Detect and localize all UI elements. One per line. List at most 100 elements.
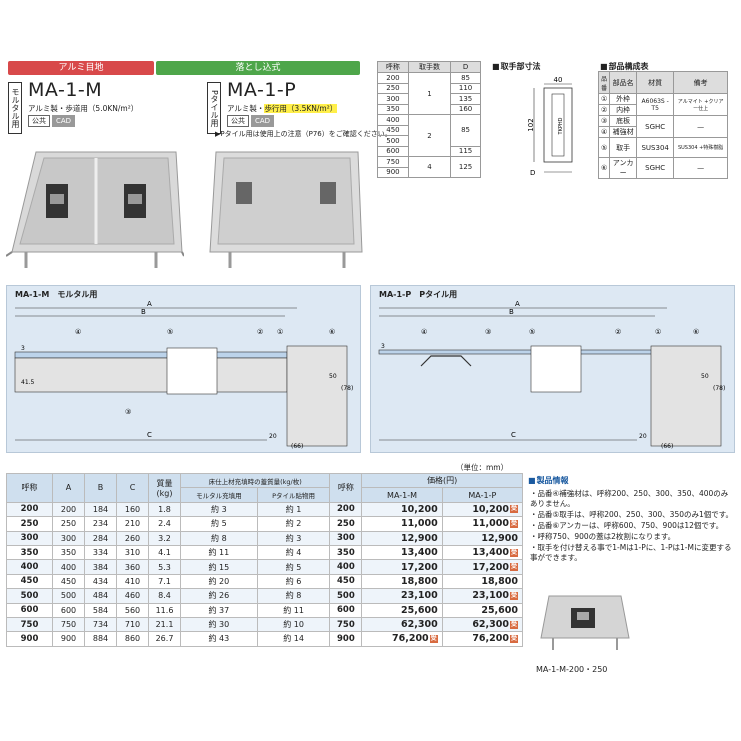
cell: 600	[329, 602, 363, 618]
cell: 300	[329, 530, 363, 546]
mortar-product-photo	[6, 151, 184, 268]
header-b: B	[84, 473, 117, 503]
col-header: 取手数	[407, 61, 452, 73]
cell: 115	[450, 145, 481, 157]
cell: 500	[329, 588, 363, 604]
section-diagram-tile: MA-1-P Pタイル用 A B C ④ ③ ⑤ ② ① ⑥ 3 50 (78)…	[370, 285, 735, 453]
cell: 500	[52, 588, 85, 604]
dim-41-5: 41.5	[21, 379, 35, 386]
cell: 1.8	[148, 501, 181, 518]
cell: 400	[6, 559, 53, 575]
callout-1: ①	[655, 328, 661, 336]
cell: 300	[377, 93, 409, 105]
header-name2: 呼称	[329, 473, 363, 503]
cell: 2	[407, 114, 452, 157]
section-title: MA-1-M モルタル用	[15, 290, 98, 299]
header-fill-p: Pタイル貼物用	[256, 487, 331, 503]
cell: 560	[116, 602, 149, 618]
order-mark: 受	[429, 634, 438, 643]
col-header: 材質	[636, 71, 675, 94]
cell: 184	[84, 501, 117, 518]
order-mark: 受	[509, 505, 518, 514]
cell: 約 4	[256, 544, 331, 561]
cell: 484	[84, 588, 117, 604]
cell: 600	[6, 602, 53, 618]
cell: 補強材	[609, 126, 638, 138]
tile-vertical-tag: Pタイル用	[207, 82, 221, 134]
dim-3: 3	[21, 345, 25, 352]
cell: 23,100	[361, 588, 443, 604]
info-item: 品番⑤取手は、呼称200、250、300、350のみ1個です。	[530, 510, 734, 520]
header-fill-m: モルタル充填用	[180, 487, 258, 503]
tile-product-photo	[209, 151, 363, 268]
public-badge: 公共	[227, 115, 249, 127]
callout-3: ③	[125, 408, 131, 416]
dim-50: 50	[701, 373, 709, 380]
cell: 384	[84, 559, 117, 575]
cell: 約 30	[180, 616, 258, 633]
cell: ①	[597, 93, 611, 105]
header-price-p: MA-1-P	[441, 487, 524, 503]
header-name: 呼称	[6, 473, 53, 503]
cell: 234	[84, 516, 117, 532]
cell: アンカー	[609, 157, 638, 179]
info-item: 取手を付け替える事で1-Mは1-Pに、1-Pは1-Mに変更する事ができます。	[530, 543, 734, 563]
header-price-m: MA-1-M	[361, 487, 443, 503]
cell: 62,300	[361, 616, 443, 633]
cell: 500	[6, 588, 53, 604]
cell: 10,200	[361, 501, 443, 518]
cell: 外枠	[609, 93, 638, 105]
cell: 約 14	[256, 631, 331, 647]
cell: ④	[597, 126, 611, 138]
callout-2: ②	[257, 328, 263, 336]
cell: 12,900	[441, 530, 524, 546]
cell: 約 1	[256, 501, 331, 518]
header-fill: 床仕上材充填時の蓋質量(kg/枚)	[179, 472, 331, 489]
order-mark: 受	[509, 634, 518, 643]
cell: 4	[407, 156, 452, 178]
cell: SGHC	[636, 157, 675, 179]
cell: 底板	[609, 115, 638, 127]
cell: 750	[377, 156, 409, 168]
cell: 900	[329, 631, 363, 647]
cell: 300	[6, 530, 53, 546]
cell: A6063S -T5	[636, 93, 675, 116]
dim-w: 40	[554, 76, 563, 84]
cell: ②	[597, 104, 611, 116]
dim-a: A	[147, 300, 152, 308]
handle-dim-title: 取手部寸法	[492, 61, 541, 72]
cell: 1	[407, 72, 452, 115]
col-header: 呼称	[377, 61, 409, 73]
spec-price-table: 呼称 A B C 質量 (kg) 床仕上材充填時の蓋質量(kg/枚) 呼称 価格…	[6, 472, 524, 647]
cell: 284	[84, 530, 117, 546]
cell: 125	[450, 156, 481, 178]
cad-badge[interactable]: CAD	[52, 115, 76, 127]
dim-50: 50	[329, 373, 337, 380]
cell: 17,200	[361, 559, 443, 575]
cell: 110	[450, 82, 481, 94]
mortar-category-bar: アルミ目地	[8, 61, 154, 75]
cell: 250	[329, 516, 363, 532]
order-mark: 受	[509, 519, 518, 528]
cad-badge[interactable]: CAD	[251, 115, 275, 127]
dim-20: 20	[269, 433, 277, 440]
cell: 約 5	[180, 516, 258, 532]
drop-type-bar: 落とし込式	[156, 61, 360, 75]
cell: 450	[52, 573, 85, 590]
dim-c: C	[147, 431, 152, 439]
order-mark: 受	[509, 563, 518, 572]
cell: 360	[116, 559, 149, 575]
cell: 約 6	[256, 573, 331, 590]
header-mass: 質量 (kg)	[148, 473, 181, 503]
dim-3: 3	[381, 343, 385, 350]
cell: 200	[377, 72, 409, 84]
cell: 約 10	[256, 616, 331, 633]
